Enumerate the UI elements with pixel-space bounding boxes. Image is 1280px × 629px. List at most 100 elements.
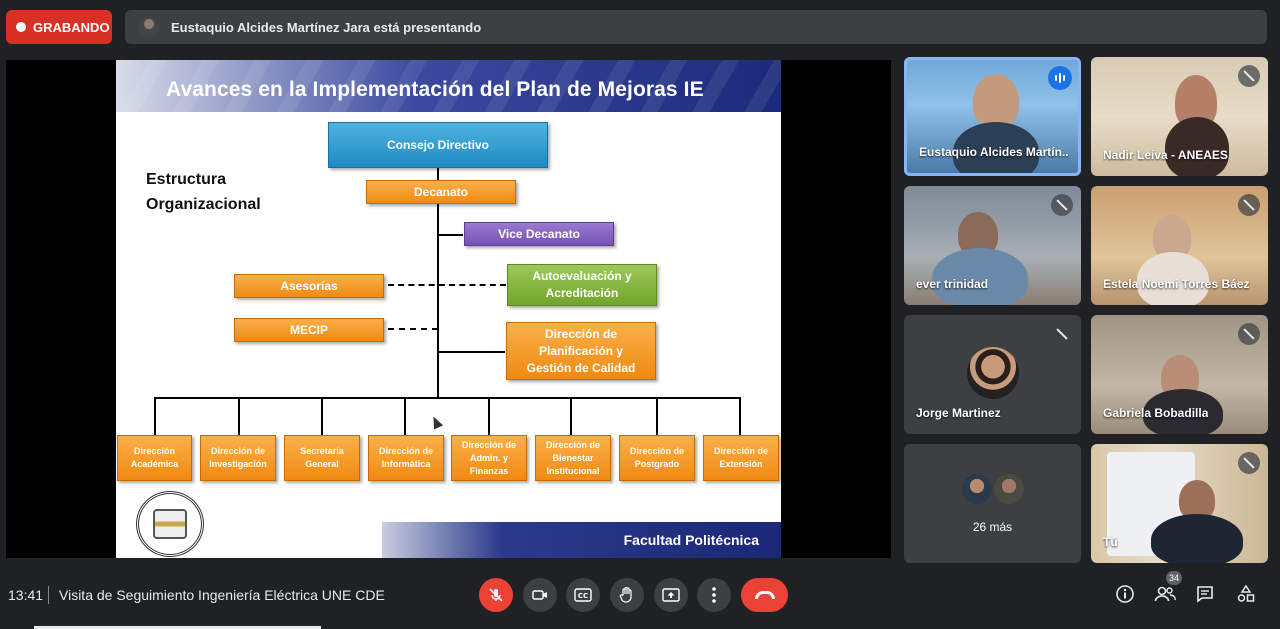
drop-line bbox=[321, 397, 323, 435]
department-bus-line bbox=[154, 397, 741, 399]
camera-icon bbox=[532, 590, 547, 600]
info-icon bbox=[1116, 585, 1134, 603]
drop-line bbox=[404, 397, 406, 435]
more-vert-icon bbox=[712, 587, 716, 603]
mic-off-icon bbox=[1238, 323, 1260, 345]
people-icon bbox=[1154, 586, 1176, 602]
present-icon bbox=[662, 588, 680, 602]
more-options-button[interactable] bbox=[697, 578, 731, 612]
drop-line bbox=[656, 397, 658, 435]
participant-name: ever trinidad bbox=[916, 277, 989, 291]
dept-label: General bbox=[305, 459, 339, 469]
participant-tile[interactable]: Nadir Leiva - ANEAES bbox=[1091, 57, 1268, 176]
activities-button[interactable] bbox=[1235, 583, 1257, 605]
clock: 13:41 bbox=[8, 587, 44, 603]
phone-hangup-icon bbox=[754, 591, 775, 599]
meeting-title: Visita de Seguimiento Ingeniería Eléctri… bbox=[59, 587, 385, 603]
drop-line bbox=[488, 397, 490, 435]
leave-call-button[interactable] bbox=[741, 578, 788, 612]
university-seal-logo bbox=[136, 491, 204, 557]
dept-label: Dirección de bbox=[545, 439, 601, 450]
dept-direccion-investigacion: Dirección de Investigación bbox=[200, 435, 276, 481]
subtitle-line: Organizacional bbox=[146, 196, 261, 213]
mic-off-icon bbox=[1238, 194, 1260, 216]
people-button[interactable] bbox=[1154, 583, 1176, 605]
dept-label: Investigación bbox=[209, 459, 267, 469]
dept-label: Extensión bbox=[719, 459, 763, 469]
box-autoevaluacion: Autoevaluación y Acreditación bbox=[507, 264, 657, 306]
box-label: Autoevaluación y bbox=[532, 269, 632, 283]
microphone-toggle-button[interactable] bbox=[479, 578, 513, 612]
presenter-avatar bbox=[139, 17, 159, 37]
box-label: Acreditación bbox=[545, 286, 619, 300]
participant-tile[interactable]: Jorge Martinez bbox=[904, 315, 1081, 434]
participant-tile[interactable]: ever trinidad bbox=[904, 186, 1081, 305]
box-label: Dirección de bbox=[544, 326, 618, 341]
trunk-line bbox=[437, 168, 439, 398]
more-participants-tile[interactable]: 26 más bbox=[904, 444, 1081, 563]
participant-name: Tú bbox=[1103, 535, 1118, 549]
chat-button[interactable] bbox=[1194, 583, 1216, 605]
box-mecip: MECIP bbox=[234, 318, 384, 342]
participant-tile[interactable]: Gabriela Bobadilla bbox=[1091, 315, 1268, 434]
slide-footer: Facultad Politécnica bbox=[382, 522, 781, 558]
dept-label: Dirección de bbox=[210, 446, 265, 456]
subtitle-line: Estructura bbox=[146, 171, 227, 188]
raise-hand-button[interactable] bbox=[610, 578, 644, 612]
avatar bbox=[960, 472, 994, 506]
dept-label: Secretaría bbox=[300, 446, 344, 456]
box-decanato: Decanato bbox=[366, 180, 516, 204]
box-vice-decanato: Vice Decanato bbox=[464, 222, 614, 246]
speaking-indicator-icon bbox=[1048, 66, 1072, 90]
avatar bbox=[992, 472, 1026, 506]
drop-line bbox=[238, 397, 240, 435]
captions-icon: CC bbox=[574, 588, 592, 602]
participant-name: Jorge Martinez bbox=[916, 406, 1001, 420]
presentation-stage: Avances en la Implementación del Plan de… bbox=[6, 60, 891, 558]
drop-line bbox=[154, 397, 156, 435]
branch-line bbox=[437, 351, 505, 353]
footer-text: Facultad Politécnica bbox=[623, 532, 759, 548]
self-view-tile[interactable]: Tú bbox=[1091, 444, 1268, 563]
divider bbox=[48, 586, 49, 604]
chat-icon bbox=[1197, 586, 1213, 603]
presenter-banner: Eustaquio Alcides Martínez Jara está pre… bbox=[125, 10, 1267, 44]
branch-line bbox=[437, 234, 463, 236]
participant-tile[interactable]: Eustaquio Alcides Martín... bbox=[904, 57, 1081, 176]
dept-label: Postgrado bbox=[634, 459, 680, 469]
meeting-details-button[interactable] bbox=[1114, 583, 1136, 605]
dept-label: Informática bbox=[381, 459, 431, 469]
people-count-badge: 34 bbox=[1166, 571, 1183, 585]
dept-label: Dirección de bbox=[378, 446, 434, 456]
mic-off-icon bbox=[1051, 194, 1073, 216]
dept-label: Académica bbox=[130, 459, 179, 469]
dept-label: Institucional bbox=[546, 465, 600, 476]
camera-toggle-button[interactable] bbox=[523, 578, 557, 612]
box-label: Vice Decanato bbox=[498, 227, 580, 241]
present-screen-button[interactable] bbox=[654, 578, 688, 612]
captions-button[interactable]: CC bbox=[566, 578, 600, 612]
mic-off-icon bbox=[1238, 452, 1260, 474]
presenting-text: Eustaquio Alcides Martínez Jara está pre… bbox=[171, 19, 482, 35]
dashed-link bbox=[388, 284, 506, 286]
bottom-bar: 13:41 Visita de Seguimiento Ingeniería E… bbox=[0, 566, 1280, 629]
box-label: Consejo Directivo bbox=[386, 138, 490, 152]
drop-line bbox=[570, 397, 572, 435]
participant-name: Nadir Leiva - ANEAES bbox=[1103, 148, 1228, 162]
mic-off-icon bbox=[1051, 323, 1073, 345]
shared-slide: Avances en la Implementación del Plan de… bbox=[116, 60, 781, 558]
participant-tile[interactable]: Estela Noemi Torres Báez bbox=[1091, 186, 1268, 305]
svg-text:CC: CC bbox=[578, 592, 588, 600]
recording-indicator[interactable]: GRABANDO bbox=[6, 10, 112, 44]
dept-direccion-informatica: Dirección de Informática bbox=[368, 435, 444, 481]
drop-line bbox=[739, 397, 741, 435]
participant-name: Eustaquio Alcides Martín... bbox=[919, 145, 1069, 159]
box-label: Decanato bbox=[413, 185, 469, 199]
mouse-cursor-icon bbox=[428, 414, 444, 430]
more-participants-label: 26 más bbox=[972, 520, 1013, 534]
box-label: Gestión de Calidad bbox=[526, 360, 636, 375]
